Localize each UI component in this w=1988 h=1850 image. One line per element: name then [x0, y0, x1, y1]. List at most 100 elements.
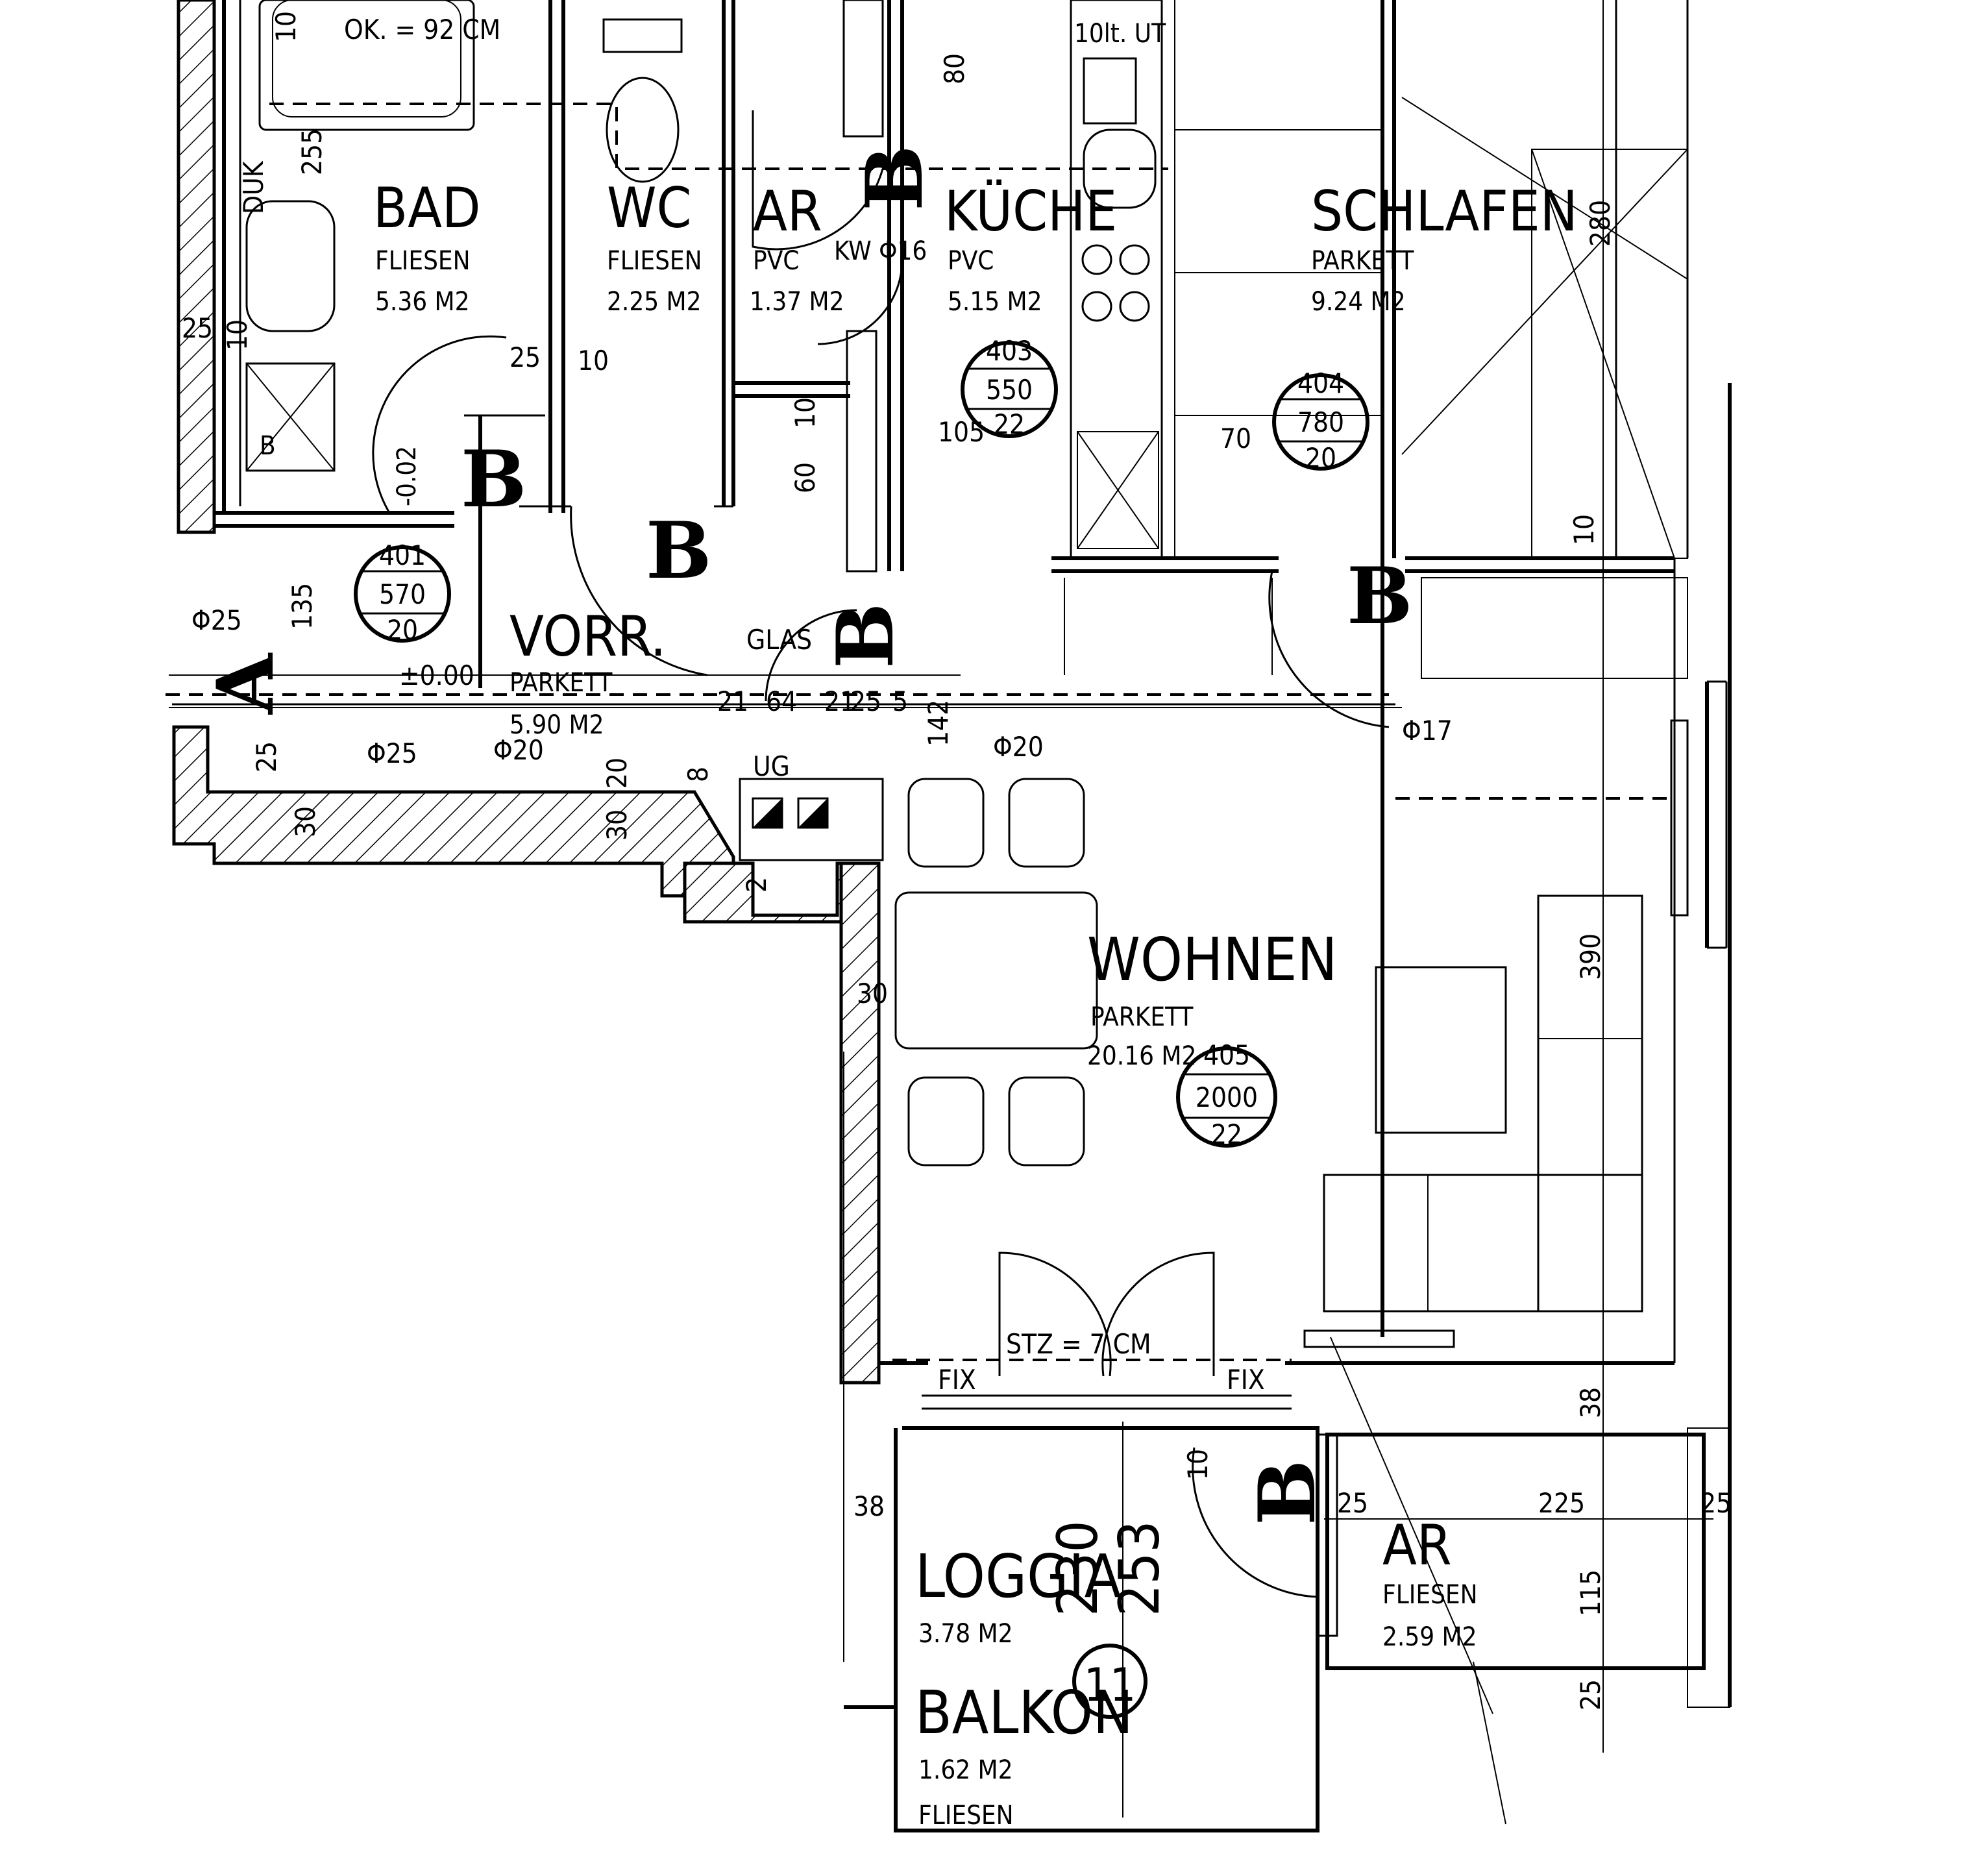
dimension: 20 — [601, 758, 633, 789]
b-mark: B — [646, 505, 711, 597]
dimension: 115 — [1575, 1570, 1606, 1616]
room-tag-length: 2000 — [1196, 1081, 1258, 1113]
dimension: 105 — [938, 416, 985, 448]
fixtures — [245, 0, 1689, 1348]
room-bad-name: BAD — [373, 176, 481, 241]
room-wohnen-floor: PARKETT — [1090, 1002, 1194, 1032]
wardrobe — [1531, 149, 1688, 559]
level-label: ±0.00 — [399, 660, 474, 691]
dimension: 8 — [682, 767, 714, 782]
room-schlafen-area: 9.24 M2 — [1311, 287, 1405, 317]
dimension: 10 — [270, 11, 302, 42]
room-tag-number: 405 — [1203, 1039, 1250, 1071]
toilet — [606, 77, 680, 183]
room-labels: BAD FLIESEN 5.36 M2 WC FLIESEN 2.25 M2 A… — [373, 176, 1578, 1831]
dimension: Φ20 — [493, 734, 544, 766]
sofa — [1323, 1174, 1643, 1313]
circle-number-marker: 11 — [1072, 1644, 1147, 1719]
fix-left-label: FIX — [938, 1364, 976, 1396]
b-mark: B — [1347, 550, 1412, 642]
dimension-230: 230 — [1046, 1520, 1111, 1616]
dimension: 21 — [824, 685, 855, 717]
ug-label: UG — [753, 750, 790, 782]
b-mark: B — [820, 603, 911, 669]
room-tag: 405 2000 22 — [1176, 1039, 1277, 1150]
room-balkon-floor: FLIESEN — [918, 1801, 1014, 1831]
bathtub — [258, 0, 475, 131]
dimension: 30 — [289, 806, 321, 837]
dimension: 25 — [1700, 1487, 1732, 1519]
dimension: 21 — [717, 685, 748, 717]
washbasin — [245, 200, 336, 332]
glas-label: GLAS — [746, 624, 812, 656]
room-balkon-area: 1.62 M2 — [918, 1755, 1012, 1785]
dimension: 25 — [509, 341, 541, 373]
lower-storage-outline — [1325, 1433, 1706, 1670]
room-bad-floor: FLIESEN — [375, 246, 471, 276]
section-mark-a: A — [200, 652, 291, 715]
dimension: 10 — [578, 345, 609, 376]
chair — [907, 778, 985, 868]
room-tag: 401 570 20 — [354, 539, 451, 646]
room-vorr-area: 5.90 M2 — [509, 710, 604, 740]
room-schlafen-floor: PARKETT — [1311, 246, 1414, 276]
kw-label: KW Φ16 — [834, 236, 927, 266]
installation-lines — [166, 103, 1675, 1361]
level-small-label: -0.02 — [392, 446, 422, 506]
room-ar-bottom-area: 2.59 M2 — [1382, 1622, 1477, 1652]
dimension: 25 — [850, 685, 881, 717]
room-loggia-area: 3.78 M2 — [918, 1619, 1012, 1649]
b-marks: B B B B B B A — [200, 145, 1412, 1525]
room-tag-length: 780 — [1297, 406, 1344, 438]
loggia-outline — [894, 1426, 1319, 1832]
misc-labels: OK. = 92 CM DUK GLAS KW Φ16 UG STZ = 7 C… — [238, 14, 1265, 1396]
room-wc-area: 2.25 M2 — [607, 287, 701, 317]
room-tag-number: 404 — [1297, 367, 1344, 399]
room-tag-length: 570 — [379, 578, 426, 610]
dimension: 25 — [251, 741, 282, 772]
bathtub-b-label: B — [260, 431, 276, 461]
dimension: Φ25 — [367, 737, 417, 769]
room-ar-bottom-name: AR — [1382, 1513, 1452, 1578]
stz-label: STZ = 7 CM — [1006, 1328, 1151, 1360]
dimension: 30 — [857, 978, 888, 1009]
dimension: 38 — [1575, 1387, 1606, 1418]
room-wc-floor: FLIESEN — [607, 246, 702, 276]
left-exterior-wall — [177, 0, 216, 534]
dimension: 142 — [922, 700, 954, 746]
dimension: 25 — [1337, 1487, 1368, 1519]
dimension: 25 — [1575, 1679, 1606, 1710]
dimension: 60 — [789, 462, 821, 493]
b-mark: B — [849, 145, 940, 211]
room-tag-number: 401 — [379, 539, 426, 571]
door-swings — [372, 110, 1390, 1598]
b-mark: B — [461, 434, 526, 525]
kitchen-counter — [1070, 0, 1163, 560]
dimension: 5 — [892, 685, 908, 717]
dimension: Φ17 — [1402, 715, 1453, 746]
room-vorr-name: VORR. — [509, 604, 666, 669]
room-tag: 404 780 20 — [1272, 367, 1369, 474]
room-ar-top-floor: PVC — [753, 246, 799, 276]
dimension-texts: 80 255 10 25 10 25 10 60 10 105 70 280 1… — [182, 11, 1732, 1710]
dining-table — [894, 891, 1098, 1050]
dimension: Φ25 — [191, 604, 242, 636]
dimension: 135 — [286, 583, 318, 630]
dimension: 80 — [939, 53, 970, 84]
room-tag: 403 550 22 — [961, 335, 1058, 440]
room-ar-top-area: 1.37 M2 — [750, 287, 844, 317]
room-wohnen-name: WOHNEN — [1087, 925, 1337, 994]
room-ar-bottom-floor: FLIESEN — [1382, 1580, 1478, 1610]
dimension: 390 — [1575, 933, 1606, 980]
dimension-253: 253 — [1107, 1520, 1172, 1616]
dimension-lines — [169, 0, 1713, 1825]
room-schlafen-name: SCHLAFEN — [1311, 179, 1578, 244]
room-tag-length: 550 — [986, 374, 1033, 406]
dimension: 225 — [1538, 1487, 1585, 1519]
dimension: 10 — [789, 397, 821, 428]
dimension: 280 — [1584, 200, 1616, 247]
dimension: 64 — [766, 685, 797, 717]
room-tags: 401 570 20 403 550 22 404 780 20 405 200… — [354, 335, 1369, 1719]
dimension: 255 — [296, 129, 328, 175]
